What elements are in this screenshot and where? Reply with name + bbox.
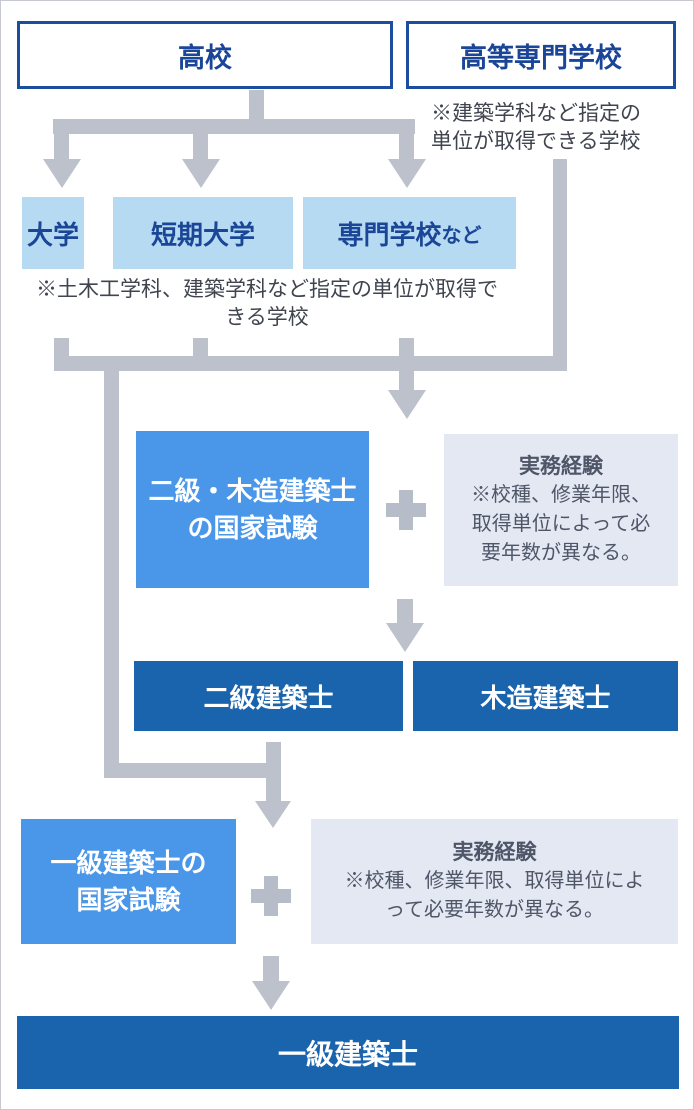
school-box-university: 大学 [22, 197, 84, 269]
connector-bar-schools [54, 356, 567, 371]
experience-panel-1kyu-line: って必要年数が異なる。 [385, 899, 604, 921]
experience-panel-2kyu: 実務経験 ※校種、修業年限、 取得単位によって必 要年数が異なる。 [444, 434, 678, 586]
connector-bar-top [53, 119, 415, 134]
arrow-stem [397, 599, 413, 624]
school-box-highschool: 高校 [17, 21, 393, 89]
license-box-1kyu-label: 一級建築士 [277, 1038, 418, 1070]
school-box-kosen: 高等専門学校 [406, 21, 676, 89]
mid-note: ※土木工学科、建築学科など指定の単位が取得で きる学校 [19, 276, 515, 332]
kosen-note-line: 単位が取得できる学校 [431, 130, 641, 153]
school-box-highschool-label: 高校 [178, 42, 232, 73]
exam-box-2kyu-line: の国家試験 [187, 512, 318, 543]
experience-panel-1kyu-line: ※校種、修業年限、取得単位によ [344, 870, 645, 892]
arrow-stem [193, 134, 208, 160]
license-box-2kyu-label: 二級建築士 [203, 682, 334, 713]
exam-box-1kyu: 一級建築士の 国家試験 [21, 819, 236, 944]
arrow-head [252, 981, 290, 1010]
experience-panel-1kyu-title: 実務経験 [452, 841, 537, 864]
experience-panel-2kyu-line: ※校種、修業年限、 [471, 484, 651, 506]
exam-box-2kyu: 二級・木造建築士 の国家試験 [136, 431, 369, 588]
kosen-note-line: ※建築学科など指定の [431, 102, 641, 125]
connector-stub-highschool [249, 90, 264, 122]
arrow-stem [266, 742, 281, 802]
arrow-stem [399, 134, 414, 160]
plus-icon [386, 490, 426, 530]
connector-stub-university [54, 338, 69, 358]
school-box-vocational-label: 専門学校 [337, 219, 442, 250]
exam-box-2kyu-line: 二級・木造建築士 [148, 475, 357, 506]
school-box-kosen-label: 高等専門学校 [460, 42, 622, 73]
arrow-head [182, 159, 220, 188]
arrow-head [388, 390, 426, 419]
arrow-stem [263, 956, 279, 982]
license-box-1kyu: 一級建築士 [17, 1016, 679, 1089]
kosen-note: ※建築学科など指定の 単位が取得できる学校 [431, 100, 679, 156]
exam-box-1kyu-line: 一級建築士の [50, 847, 207, 878]
license-box-mokuzo: 木造建築士 [413, 661, 678, 731]
arrow-head [386, 623, 424, 652]
connector-stub-junior-college [193, 338, 208, 358]
experience-panel-2kyu-title: 実務経験 [519, 455, 603, 478]
arrow-stem [54, 134, 69, 160]
arrow-stem [399, 338, 414, 391]
connector-elbow-1kyu [104, 763, 281, 778]
license-box-2kyu: 二級建築士 [134, 661, 403, 731]
connector-line-direct-1kyu [104, 371, 119, 778]
mid-note-line: ※土木工学科、建築学科など指定の単位が取得で [36, 278, 498, 301]
plus-icon [251, 876, 291, 916]
school-box-junior-college: 短期大学 [113, 197, 293, 269]
connector-line-kosen [553, 159, 567, 371]
experience-panel-2kyu-line: 取得単位によって必 [471, 513, 651, 535]
school-box-vocational-suffix: など [441, 224, 482, 247]
arrow-head [388, 159, 426, 188]
school-box-university-label: 大学 [26, 219, 79, 250]
exam-box-1kyu-line: 国家試験 [76, 884, 181, 915]
arrow-head [43, 159, 81, 188]
school-box-junior-college-label: 短期大学 [150, 219, 255, 250]
mid-note-line: きる学校 [225, 306, 309, 329]
school-box-vocational: 専門学校など [303, 197, 516, 269]
experience-panel-1kyu: 実務経験 ※校種、修業年限、取得単位によ って必要年数が異なる。 [311, 819, 678, 944]
experience-panel-2kyu-line: 要年数が異なる。 [481, 542, 641, 564]
license-box-mokuzo-label: 木造建築士 [480, 682, 611, 713]
arrow-head [255, 801, 291, 828]
